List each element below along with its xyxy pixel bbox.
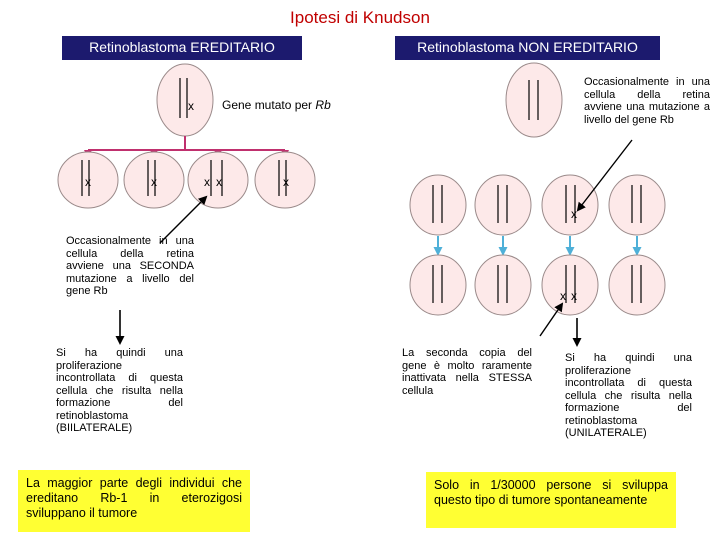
parent-cell: x: [156, 63, 214, 137]
right-row1-cell-3-mutated: x: [541, 174, 599, 236]
right-row2-cell-1: [409, 254, 467, 316]
svg-text:x: x: [571, 289, 577, 303]
svg-text:x: x: [151, 175, 157, 189]
right-row1-cell-2: [474, 174, 532, 236]
gene-label: Gene mutato per Rb: [222, 98, 331, 112]
daughter-cell-2: x: [123, 151, 185, 209]
arrow-second-copy: [539, 302, 564, 337]
page-title: Ipotesi di Knudson: [290, 8, 430, 27]
arrow-first-mutation: [576, 139, 633, 212]
svg-text:x: x: [204, 175, 210, 189]
daughter-cell-3-double-mutation: x x: [187, 151, 249, 209]
right-row1-cell-4: [608, 174, 666, 236]
svg-text:x: x: [571, 207, 577, 221]
right-row1-cell-1: [409, 174, 467, 236]
header-non-hereditary: Retinoblastoma NON EREDITARIO: [395, 36, 660, 60]
division-arrows: [84, 136, 289, 158]
mutation-mark: x: [188, 99, 194, 113]
svg-text:x: x: [85, 175, 91, 189]
arrow-second-mutation: [159, 195, 208, 244]
second-mutation-text: Occasionalmente in una cellula della ret…: [66, 235, 194, 297]
right-row2-cell-4: [608, 254, 666, 316]
right-row2-cell-2: [474, 254, 532, 316]
header-hereditary: Retinoblastoma EREDITARIO: [62, 36, 302, 60]
first-mutation-text: Occasionalmente in una cellula della ret…: [584, 76, 710, 126]
daughter-cell-4: x: [254, 151, 316, 209]
right-row2-cell-3-double-mutation: x x: [541, 254, 599, 316]
svg-text:x: x: [216, 175, 222, 189]
second-copy-text: La seconda copia del gene è molto rarame…: [402, 347, 532, 397]
right-division-arrows: [433, 236, 642, 256]
summary-box-right: Solo in 1/30000 persone si sviluppa ques…: [426, 472, 676, 528]
daughter-cell-1: x: [57, 151, 119, 209]
svg-text:x: x: [560, 289, 566, 303]
right-top-cell: [505, 62, 563, 138]
proliferation-text-right: Si ha quindi una proliferazione incontro…: [565, 352, 692, 439]
proliferation-text-left: Si ha quindi una proliferazione incontro…: [56, 347, 183, 434]
summary-box-left: La maggior parte degli individui che ere…: [18, 470, 250, 532]
svg-text:x: x: [283, 175, 289, 189]
